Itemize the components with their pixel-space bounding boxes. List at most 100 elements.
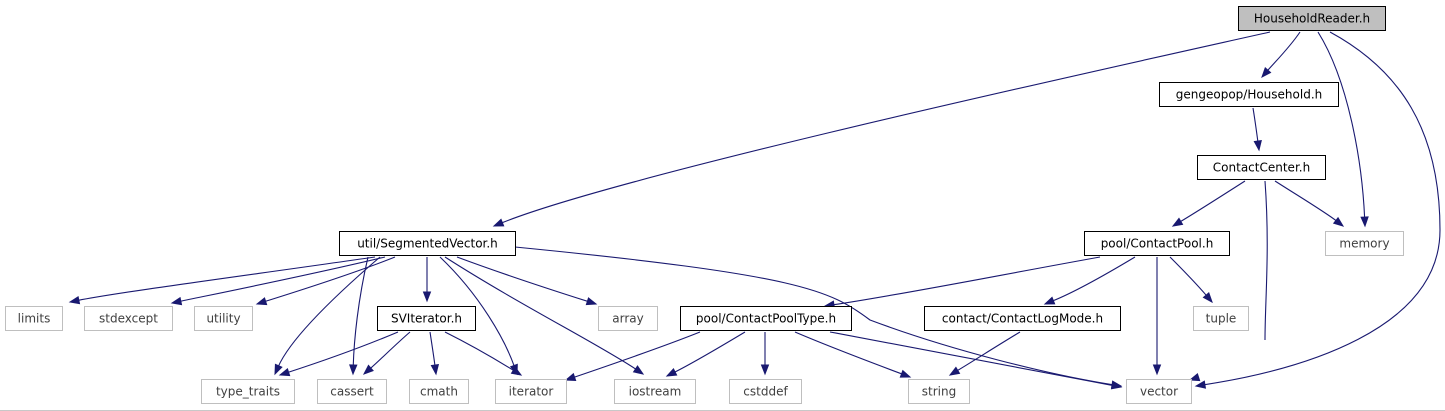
arrow-head bbox=[1261, 67, 1272, 79]
edge-ContactPoolType-to-vector bbox=[829, 331, 1123, 390]
edge-ContactPoolType-to-string bbox=[794, 331, 912, 378]
node-household[interactable]: gengeopop/Household.h bbox=[1159, 82, 1339, 107]
node-box bbox=[1325, 231, 1404, 256]
edge-line bbox=[444, 256, 637, 370]
edge-SVIterator-to-cmath bbox=[429, 331, 440, 376]
node-label: HouseholdReader.h bbox=[1254, 12, 1370, 26]
edge-line bbox=[439, 256, 515, 367]
arrow-head bbox=[349, 364, 358, 376]
node-contactcenter[interactable]: ContactCenter.h bbox=[1197, 155, 1326, 180]
node-contactpool[interactable]: pool/ContactPool.h bbox=[1084, 231, 1230, 256]
edge-SegmentedVector-to-stdexcept bbox=[170, 256, 386, 306]
edge-line bbox=[573, 331, 701, 378]
edge-line bbox=[1179, 180, 1246, 223]
edge-line bbox=[1169, 256, 1208, 297]
edge-line bbox=[514, 246, 1114, 386]
node-memory: memory bbox=[1325, 231, 1404, 256]
node-box bbox=[924, 306, 1121, 331]
node-segmentedvector[interactable]: util/SegmentedVector.h bbox=[339, 231, 516, 256]
edge-SegmentedVector-to-iostream bbox=[444, 256, 645, 375]
node-label: utility bbox=[206, 312, 240, 326]
node-box bbox=[680, 306, 852, 331]
node-label: tuple bbox=[1206, 312, 1237, 326]
node-label: util/SegmentedVector.h bbox=[357, 237, 498, 251]
node-label: pool/ContactPoolType.h bbox=[696, 312, 836, 326]
node-label: memory bbox=[1339, 237, 1389, 251]
edge-line bbox=[1052, 256, 1136, 302]
edge-line bbox=[456, 256, 589, 303]
arrow-head bbox=[274, 363, 283, 376]
edge-line bbox=[352, 256, 369, 367]
node-box bbox=[1126, 379, 1192, 404]
node-box bbox=[614, 379, 696, 404]
node-box bbox=[729, 379, 802, 404]
node-vector: vector bbox=[1126, 379, 1192, 404]
node-box bbox=[201, 379, 295, 404]
edge-SVIterator-to-cassert bbox=[362, 331, 411, 375]
arrow-head bbox=[585, 297, 598, 306]
edge-ContactPool-to-vector bbox=[1152, 257, 1162, 376]
edge-HouseholdReader-to-vector bbox=[1194, 31, 1441, 389]
node-cassert: cassert bbox=[317, 379, 387, 404]
edge-line bbox=[832, 256, 1101, 306]
edge-line bbox=[264, 256, 396, 303]
edge-line bbox=[1317, 31, 1366, 219]
node-label: array bbox=[612, 312, 643, 326]
node-limits: limits bbox=[5, 306, 63, 331]
node-box bbox=[1238, 6, 1386, 31]
node-sviterator[interactable]: SVIterator.h bbox=[377, 306, 476, 331]
node-label: ContactCenter.h bbox=[1213, 161, 1310, 175]
edge-line bbox=[77, 256, 376, 301]
node-box bbox=[1084, 231, 1230, 256]
node-label: iostream bbox=[629, 385, 682, 399]
edge-ContactPoolType-to-iterator bbox=[564, 331, 701, 381]
edge-ContactCenter-to-memory bbox=[1274, 180, 1345, 227]
arrow-head bbox=[430, 364, 440, 376]
edge-line bbox=[287, 331, 399, 374]
edge-line bbox=[277, 256, 381, 367]
edge-line bbox=[1252, 107, 1259, 143]
arrow-head bbox=[1202, 292, 1213, 304]
node-iostream: iostream bbox=[614, 379, 696, 404]
node-contactlogmode[interactable]: contact/ContactLogMode.h bbox=[924, 306, 1121, 331]
edge-ContactCenter-to-ContactPool bbox=[1171, 180, 1246, 227]
node-tuple: tuple bbox=[1193, 306, 1249, 331]
edge-line bbox=[501, 31, 1271, 224]
nodes-layer: HouseholdReader.h gengeopop/Household.hCo… bbox=[5, 6, 1404, 404]
node-label: limits bbox=[18, 312, 51, 326]
edge-ContactPool-to-ContactPoolType bbox=[823, 256, 1101, 309]
arrow-head bbox=[1043, 296, 1056, 305]
node-label: stdexcept bbox=[99, 312, 158, 326]
node-iterator: iterator bbox=[495, 379, 567, 404]
arrow-head bbox=[1110, 381, 1123, 390]
edge-SegmentedVector-to-SVIterator bbox=[422, 257, 432, 303]
node-label: iterator bbox=[509, 385, 554, 399]
node-label: cstddef bbox=[743, 385, 788, 399]
node-box bbox=[598, 306, 658, 331]
arrow-head bbox=[1332, 216, 1345, 227]
node-box bbox=[194, 306, 253, 331]
node-label: vector bbox=[1140, 385, 1178, 399]
node-box bbox=[1197, 155, 1326, 180]
edge-line bbox=[1266, 31, 1301, 72]
node-label: contact/ContactLogMode.h bbox=[942, 312, 1103, 326]
arrow-head bbox=[510, 366, 523, 376]
edge-Household-to-ContactCenter bbox=[1252, 107, 1262, 152]
arrow-head bbox=[1360, 216, 1369, 228]
node-label: type_traits bbox=[216, 385, 280, 399]
node-householdreader[interactable]: HouseholdReader.h bbox=[1238, 6, 1386, 31]
arrow-head bbox=[68, 295, 81, 305]
edge-line bbox=[956, 331, 1021, 372]
node-utility: utility bbox=[194, 306, 253, 331]
node-stdexcept: stdexcept bbox=[84, 306, 173, 331]
edges-layer bbox=[68, 31, 1441, 390]
edge-HouseholdReader-to-SegmentedVector bbox=[492, 31, 1271, 227]
node-label: gengeopop/Household.h bbox=[1176, 88, 1323, 102]
edge-SVIterator-to-iterator bbox=[444, 331, 523, 376]
arrow-head bbox=[1188, 373, 1201, 382]
edge-line bbox=[1203, 31, 1441, 386]
edge-SegmentedVector-to-utility bbox=[255, 256, 396, 306]
arrow-head bbox=[278, 368, 291, 377]
node-contactpooltype[interactable]: pool/ContactPoolType.h bbox=[680, 306, 852, 331]
edge-line bbox=[1264, 180, 1268, 341]
